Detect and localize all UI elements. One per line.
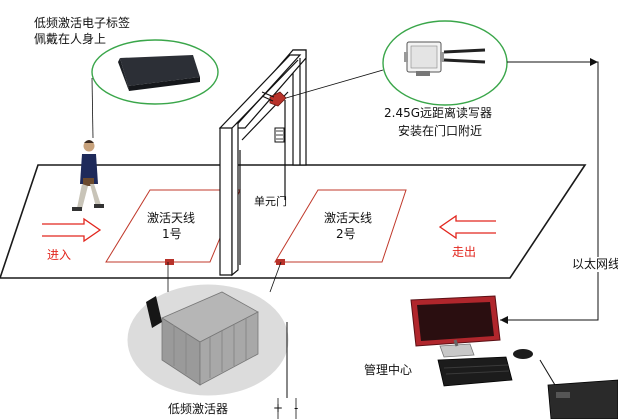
rfid-tag-card — [118, 55, 200, 91]
tag-label-line2: 佩戴在人身上 — [34, 32, 107, 46]
reader-label-line2: 安装在门口附近 — [398, 124, 483, 138]
tag-label-line1: 低频激活电子标签 — [34, 16, 131, 30]
person-icon — [72, 140, 104, 211]
keyboard-icon — [437, 356, 513, 387]
activator-device — [161, 291, 259, 386]
antenna-1-connector — [165, 259, 174, 265]
exit-label: 走出 — [452, 245, 477, 259]
reader-on-gate — [269, 91, 287, 107]
activator-antenna-stub — [146, 296, 162, 328]
control-center-label: 管理中心 — [364, 363, 413, 377]
exit-arrow — [438, 214, 496, 240]
enter-label: 进入 — [47, 248, 72, 262]
gate-frame — [218, 49, 307, 277]
antenna-zone-1 — [105, 189, 241, 263]
reader-callout — [382, 20, 508, 106]
pc-tower-icon — [539, 359, 618, 419]
antenna-2-label-line2: 2号 — [336, 227, 356, 241]
ethernet-label: 以太网线 — [572, 257, 618, 272]
floor-plane — [0, 164, 587, 279]
antenna-2-label-line1: 激活天线 — [324, 211, 373, 225]
door-label: 单元门 — [254, 195, 287, 208]
antenna-2-connector — [276, 259, 285, 265]
antenna-zone-2 — [274, 189, 407, 263]
activator-label: 低频激活器 — [168, 402, 229, 416]
enter-arrow — [42, 217, 102, 243]
reader-label-line1: 2.45G远距离读写器 — [384, 106, 493, 120]
antenna-1-label-line1: 激活天线 — [147, 211, 196, 225]
power-minus-label: - — [294, 401, 299, 415]
mouse-icon — [513, 349, 533, 359]
monitor-icon — [410, 295, 501, 358]
power-plus-label: + — [273, 401, 284, 415]
reader-device — [404, 41, 486, 76]
antenna-1-label-line2: 1号 — [162, 227, 182, 241]
ethernet-line — [500, 61, 599, 321]
